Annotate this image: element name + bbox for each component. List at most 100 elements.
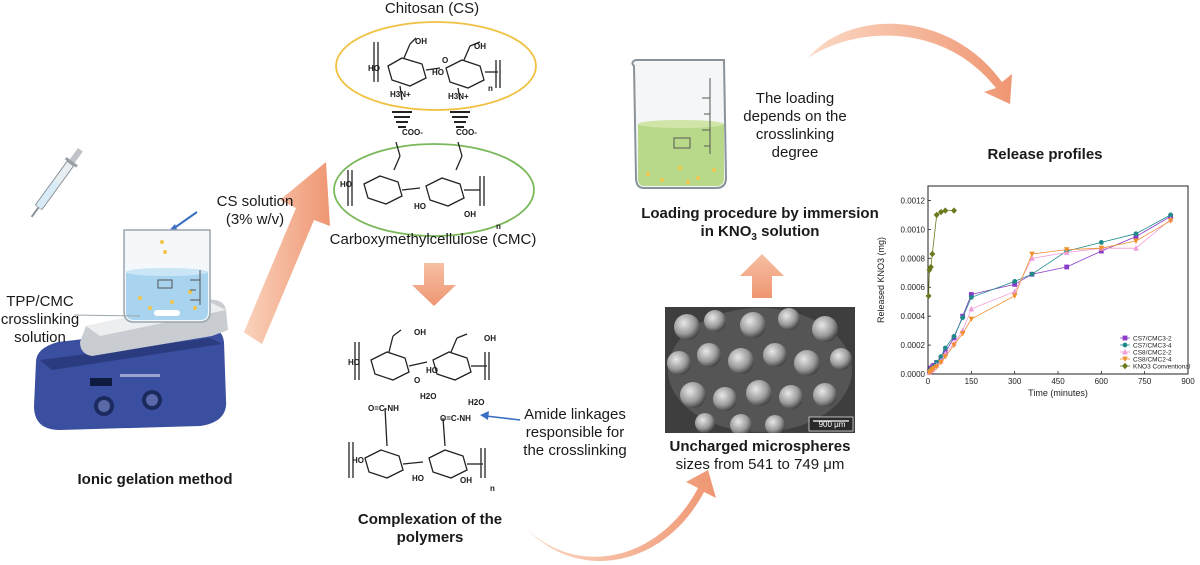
chem-ho-6: HO bbox=[426, 366, 438, 375]
chem-ho-3: HO bbox=[340, 180, 352, 189]
amide-line1: Amide linkages bbox=[524, 406, 626, 423]
polymer-structures bbox=[333, 21, 537, 237]
y-axis-label: Released KNO3 (mg) bbox=[876, 237, 886, 323]
legend-marker bbox=[1122, 362, 1128, 370]
complexation-structure bbox=[348, 329, 490, 479]
cmc-rings bbox=[347, 141, 485, 207]
arrow-curve-bottom bbox=[528, 470, 716, 561]
release-profiles-title: Release profiles bbox=[987, 146, 1103, 163]
data-point bbox=[930, 365, 937, 372]
chem-n-3: n bbox=[490, 484, 495, 493]
x-axis-label: Time (minutes) bbox=[1028, 388, 1088, 398]
data-point bbox=[938, 360, 944, 366]
data-point bbox=[1029, 255, 1035, 261]
data-point bbox=[942, 354, 949, 360]
amide-pointer bbox=[480, 411, 521, 421]
loading-line3: crosslinking bbox=[755, 126, 835, 143]
chem-ho-1: HO bbox=[368, 64, 380, 73]
data-point bbox=[938, 354, 944, 360]
chitosan-oval bbox=[335, 21, 537, 111]
chem-coo-2: COO- bbox=[456, 128, 477, 137]
scale-bar-label: 900 μm bbox=[818, 420, 846, 429]
data-point bbox=[938, 208, 944, 216]
data-point bbox=[1133, 245, 1139, 251]
cs-solution-line1: CS solution bbox=[216, 193, 294, 210]
chem-nh3-2: H3N+ bbox=[448, 92, 469, 101]
y-tick-label: 0.0002 bbox=[901, 341, 926, 350]
amide-line2: responsible for bbox=[525, 424, 625, 441]
chem-ho-8: HO bbox=[412, 474, 424, 483]
microspheres-title: Uncharged microspheres sizes from 541 to… bbox=[630, 438, 890, 474]
syringe-icon bbox=[30, 148, 83, 218]
microspheres-line1: Uncharged microspheres bbox=[669, 438, 851, 455]
data-point bbox=[1133, 238, 1139, 244]
hbond-lines bbox=[392, 111, 470, 128]
y-tick-label: 0.0008 bbox=[901, 254, 926, 263]
legend-marker bbox=[1122, 335, 1128, 341]
data-point bbox=[942, 207, 949, 214]
chem-ho-5: HO bbox=[348, 358, 360, 367]
chem-oh-6: OH bbox=[460, 476, 472, 485]
data-point bbox=[1098, 245, 1105, 252]
y-tick-label: 0.0012 bbox=[901, 196, 926, 205]
data-point bbox=[951, 334, 957, 339]
data-point bbox=[1133, 234, 1139, 240]
data-point bbox=[951, 207, 957, 214]
chem-o-1: O bbox=[442, 56, 449, 65]
data-point bbox=[959, 331, 966, 337]
x-tick-label: 900 bbox=[1181, 377, 1195, 386]
tpp-line3: solution bbox=[14, 329, 66, 346]
data-point bbox=[968, 316, 975, 323]
complexation-line1: Complexation of the bbox=[357, 511, 503, 528]
data-point bbox=[1098, 240, 1104, 245]
microspheres-line2: sizes from 541 to 749 μm bbox=[675, 456, 845, 473]
data-point bbox=[968, 294, 974, 300]
data-point bbox=[1012, 279, 1018, 284]
chitosan-rings bbox=[373, 37, 501, 101]
x-tick-label: 450 bbox=[1051, 377, 1065, 386]
beaker-crosslinking-icon bbox=[123, 229, 211, 323]
data-point bbox=[942, 345, 948, 351]
chem-ho-7: HO bbox=[352, 456, 364, 465]
loading-procedure-title: Loading procedure by immersion in KNO3 s… bbox=[610, 205, 910, 247]
chem-oh-2: OH bbox=[474, 42, 486, 51]
complexation-title: Complexation of the polymers bbox=[330, 511, 530, 547]
y-tick-label: 0.0000 bbox=[901, 370, 926, 379]
data-point bbox=[1011, 293, 1018, 299]
arrow-up-loading bbox=[740, 254, 784, 298]
x-tick-label: 300 bbox=[1008, 377, 1022, 386]
x-tick-label: 0 bbox=[926, 377, 931, 386]
y-tick-label: 0.0006 bbox=[901, 283, 926, 292]
chem-n-1: n bbox=[488, 84, 493, 93]
data-point bbox=[960, 315, 966, 320]
legend-entry: CS8/CMC2-2 bbox=[1133, 349, 1172, 356]
loading-beaker-icon bbox=[631, 59, 728, 189]
chem-oh-1: OH bbox=[415, 37, 427, 46]
legend-marker bbox=[1122, 349, 1128, 355]
data-point bbox=[933, 364, 940, 370]
data-point bbox=[1029, 271, 1035, 277]
loading-line4: degree bbox=[771, 144, 819, 161]
data-point bbox=[927, 263, 934, 271]
chem-amide-2: O=C-NH bbox=[440, 414, 471, 423]
data-point bbox=[951, 342, 957, 349]
y-tick-label: 0.0004 bbox=[901, 312, 926, 321]
data-point bbox=[926, 266, 933, 274]
chem-oh-5: OH bbox=[484, 334, 496, 343]
y-tick-label: 0.0010 bbox=[901, 225, 926, 234]
chem-h2o-1: H2O bbox=[420, 392, 437, 401]
cmc-oval bbox=[333, 143, 535, 237]
chem-h2o-2: H2O bbox=[468, 398, 485, 407]
chem-nh3-1: H3N+ bbox=[390, 90, 411, 99]
chem-coo-1: COO- bbox=[402, 128, 423, 137]
ionic-gelation-illustration bbox=[30, 148, 228, 430]
data-point bbox=[968, 292, 974, 297]
loading-depends-label: The loading depends on the crosslinking … bbox=[740, 90, 850, 162]
legend-marker bbox=[1122, 356, 1128, 362]
legend-marker bbox=[1122, 342, 1128, 348]
chem-oh-3: OH bbox=[464, 210, 476, 219]
chitosan-label: Chitosan (CS) bbox=[384, 0, 480, 17]
